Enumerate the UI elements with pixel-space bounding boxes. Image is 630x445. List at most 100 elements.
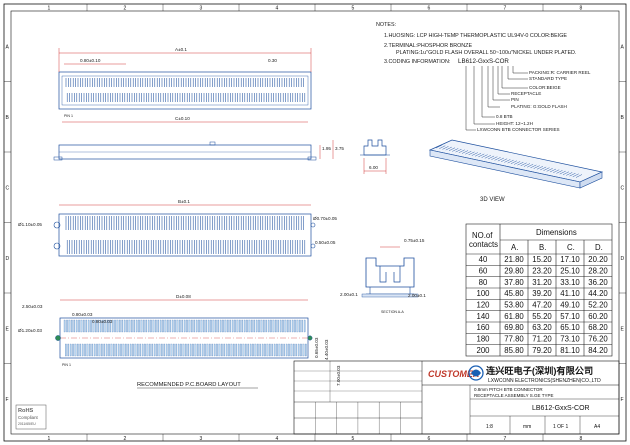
zone-col-top: 2 [124, 6, 127, 12]
zone-row-left: E [6, 326, 10, 332]
cell-c: 73.10 [560, 334, 580, 343]
dim-c-top: C±0.10 [175, 116, 190, 121]
note-3: 3.CODING INFORMATION: [384, 59, 450, 65]
zone-row-right: C [621, 185, 625, 191]
cell-a: 37.80 [504, 278, 524, 287]
desc-line-1: 0.8mm PITCH BTB CONNECTOR [474, 387, 543, 392]
dim-a-top: A±0.1 [175, 47, 187, 52]
pcb-layout-label: RECOMMENDED P.C.BOARD LAYOUT [137, 382, 241, 388]
zone-row-right: A [621, 44, 625, 50]
rohs-compliant: Compliant [18, 415, 39, 420]
dim-080-a: 0.80±0.03 [72, 312, 93, 317]
part-code: LB612-GxxS-COR [458, 58, 509, 65]
rohs-directive: 2011/65/EU [18, 422, 36, 426]
sheet-value: 1 OF 1 [553, 424, 569, 430]
cell-b: 31.20 [532, 278, 552, 287]
cell-d: 52.20 [588, 300, 608, 309]
part-number: LB612-GxxS-COR [532, 405, 590, 412]
bottom-view: B±0.1 Ø1.10±0.05 Ø0.70±0.05 0.50±0.05 [18, 199, 337, 257]
top-view-inner [61, 75, 309, 106]
cell-c: 17.10 [560, 255, 580, 264]
zone-row-left: C [6, 185, 10, 191]
cell-contacts: 200 [476, 346, 490, 355]
note-1: 1.HUOSING: LCP HIGH-TEMP THERMOPLASTIC U… [384, 33, 567, 39]
dim-d: D±0.08 [176, 294, 191, 299]
cell-b: 71.20 [532, 334, 552, 343]
dim-080-b: 0.80±0.03 [92, 319, 113, 324]
coding-leaders [465, 66, 528, 131]
company-logo [468, 365, 484, 381]
cell-b: 79.20 [532, 346, 552, 355]
front-view: 1.95 3.75 [53, 140, 344, 161]
zone-row-right: B [621, 115, 625, 121]
zone-col-bottom: 2 [124, 436, 127, 442]
pin1-label-top: PIN 1 [64, 114, 73, 118]
note-2-plating: PLATING:1u"GOLD FLASH OVERALL 50~100u"NI… [396, 50, 576, 56]
cell-b: 23.20 [532, 266, 552, 275]
coding-series: LXWCONN BTB CONNECTOR SERIES [477, 127, 560, 132]
size-value: A4 [594, 424, 600, 430]
cell-c: 65.10 [560, 323, 580, 332]
dim-375: 3.75 [335, 146, 344, 151]
rohs-title: RoHS [18, 408, 33, 414]
cell-a: 69.80 [504, 323, 524, 332]
cell-d: 76.20 [588, 334, 608, 343]
zone-col-bottom: 3 [200, 436, 203, 442]
dim-600: 6.00 [369, 165, 378, 170]
cell-a: 21.80 [504, 255, 524, 264]
zone-col-bottom: 5 [352, 436, 355, 442]
dim-110: Ø1.10±0.05 [18, 222, 42, 227]
cell-c: 41.10 [560, 289, 580, 298]
customer-label: CUSTOMER [428, 369, 480, 379]
cell-contacts: 100 [476, 289, 490, 298]
cell-contacts: 120 [476, 300, 490, 309]
zone-row-right: F [621, 397, 624, 403]
cell-a: 29.80 [504, 266, 524, 275]
notes-block: NOTES: 1.HUOSING: LCP HIGH-TEMP THERMOPL… [376, 22, 576, 65]
cell-contacts: 160 [476, 323, 490, 332]
coding-receptacle: RECEPTACLE [511, 91, 541, 96]
cell-d: 20.20 [588, 255, 608, 264]
table-frame [465, 223, 613, 357]
zone-row-left: F [6, 397, 9, 403]
cell-b: 15.20 [532, 255, 552, 264]
col-header-b: B. [539, 243, 546, 252]
cell-c: 49.10 [560, 300, 580, 309]
coding-pitch: 0.8 BTB [496, 114, 513, 119]
coding-pin: PIN [511, 97, 519, 102]
cell-b: 63.20 [532, 323, 552, 332]
dim-195: 1.95 [322, 146, 331, 151]
cell-a: 77.80 [504, 334, 524, 343]
title-block: CUSTOMER 连兴旺电子(深圳)有限公司 LXWCONN ELECTRONI… [293, 360, 620, 435]
cell-d: 36.20 [588, 278, 608, 287]
zone-col-bottom: 7 [504, 436, 507, 442]
zone-col-top: 5 [352, 6, 355, 12]
cell-b: 47.20 [532, 300, 552, 309]
dim-120: Ø1.20±0.03 [18, 328, 42, 333]
dim-075: 0.75±0.15 [404, 238, 425, 243]
zone-col-top: 8 [580, 6, 583, 12]
zone-col-top: 1 [48, 6, 51, 12]
pcb-pads [60, 319, 308, 357]
section-view: 0.75±0.15 2.00±0.1 2.00±0.1 SECTION A-A [340, 238, 426, 314]
dim-b-bottom: B±0.1 [178, 199, 190, 204]
cell-d: 44.20 [588, 289, 608, 298]
cell-d: 28.20 [588, 266, 608, 275]
cell-contacts: 180 [476, 334, 490, 343]
coding-packing: PACKING:R: CARRIER REEL [529, 70, 591, 75]
cell-a: 61.80 [504, 312, 524, 321]
pcb-layout: D±0.08 2.50±0.03 0.80±0.03 0.80±0.03 Ø1.… [18, 294, 341, 389]
cell-c: 81.10 [560, 346, 580, 355]
dim-200-left: 2.00±0.1 [340, 292, 358, 297]
pin1-label-pcb: PIN 1 [62, 363, 71, 367]
notes-title: NOTES: [376, 22, 396, 28]
zone-col-top: 3 [200, 6, 203, 12]
cell-b: 55.20 [532, 312, 552, 321]
col-header-d: D. [595, 243, 603, 252]
coding-color: COLOR:BEIGE [529, 85, 561, 90]
note-2: 2.TERMINAL:PHOSPHOR BRONZE [384, 43, 472, 49]
zone-col-top: 7 [504, 6, 507, 12]
